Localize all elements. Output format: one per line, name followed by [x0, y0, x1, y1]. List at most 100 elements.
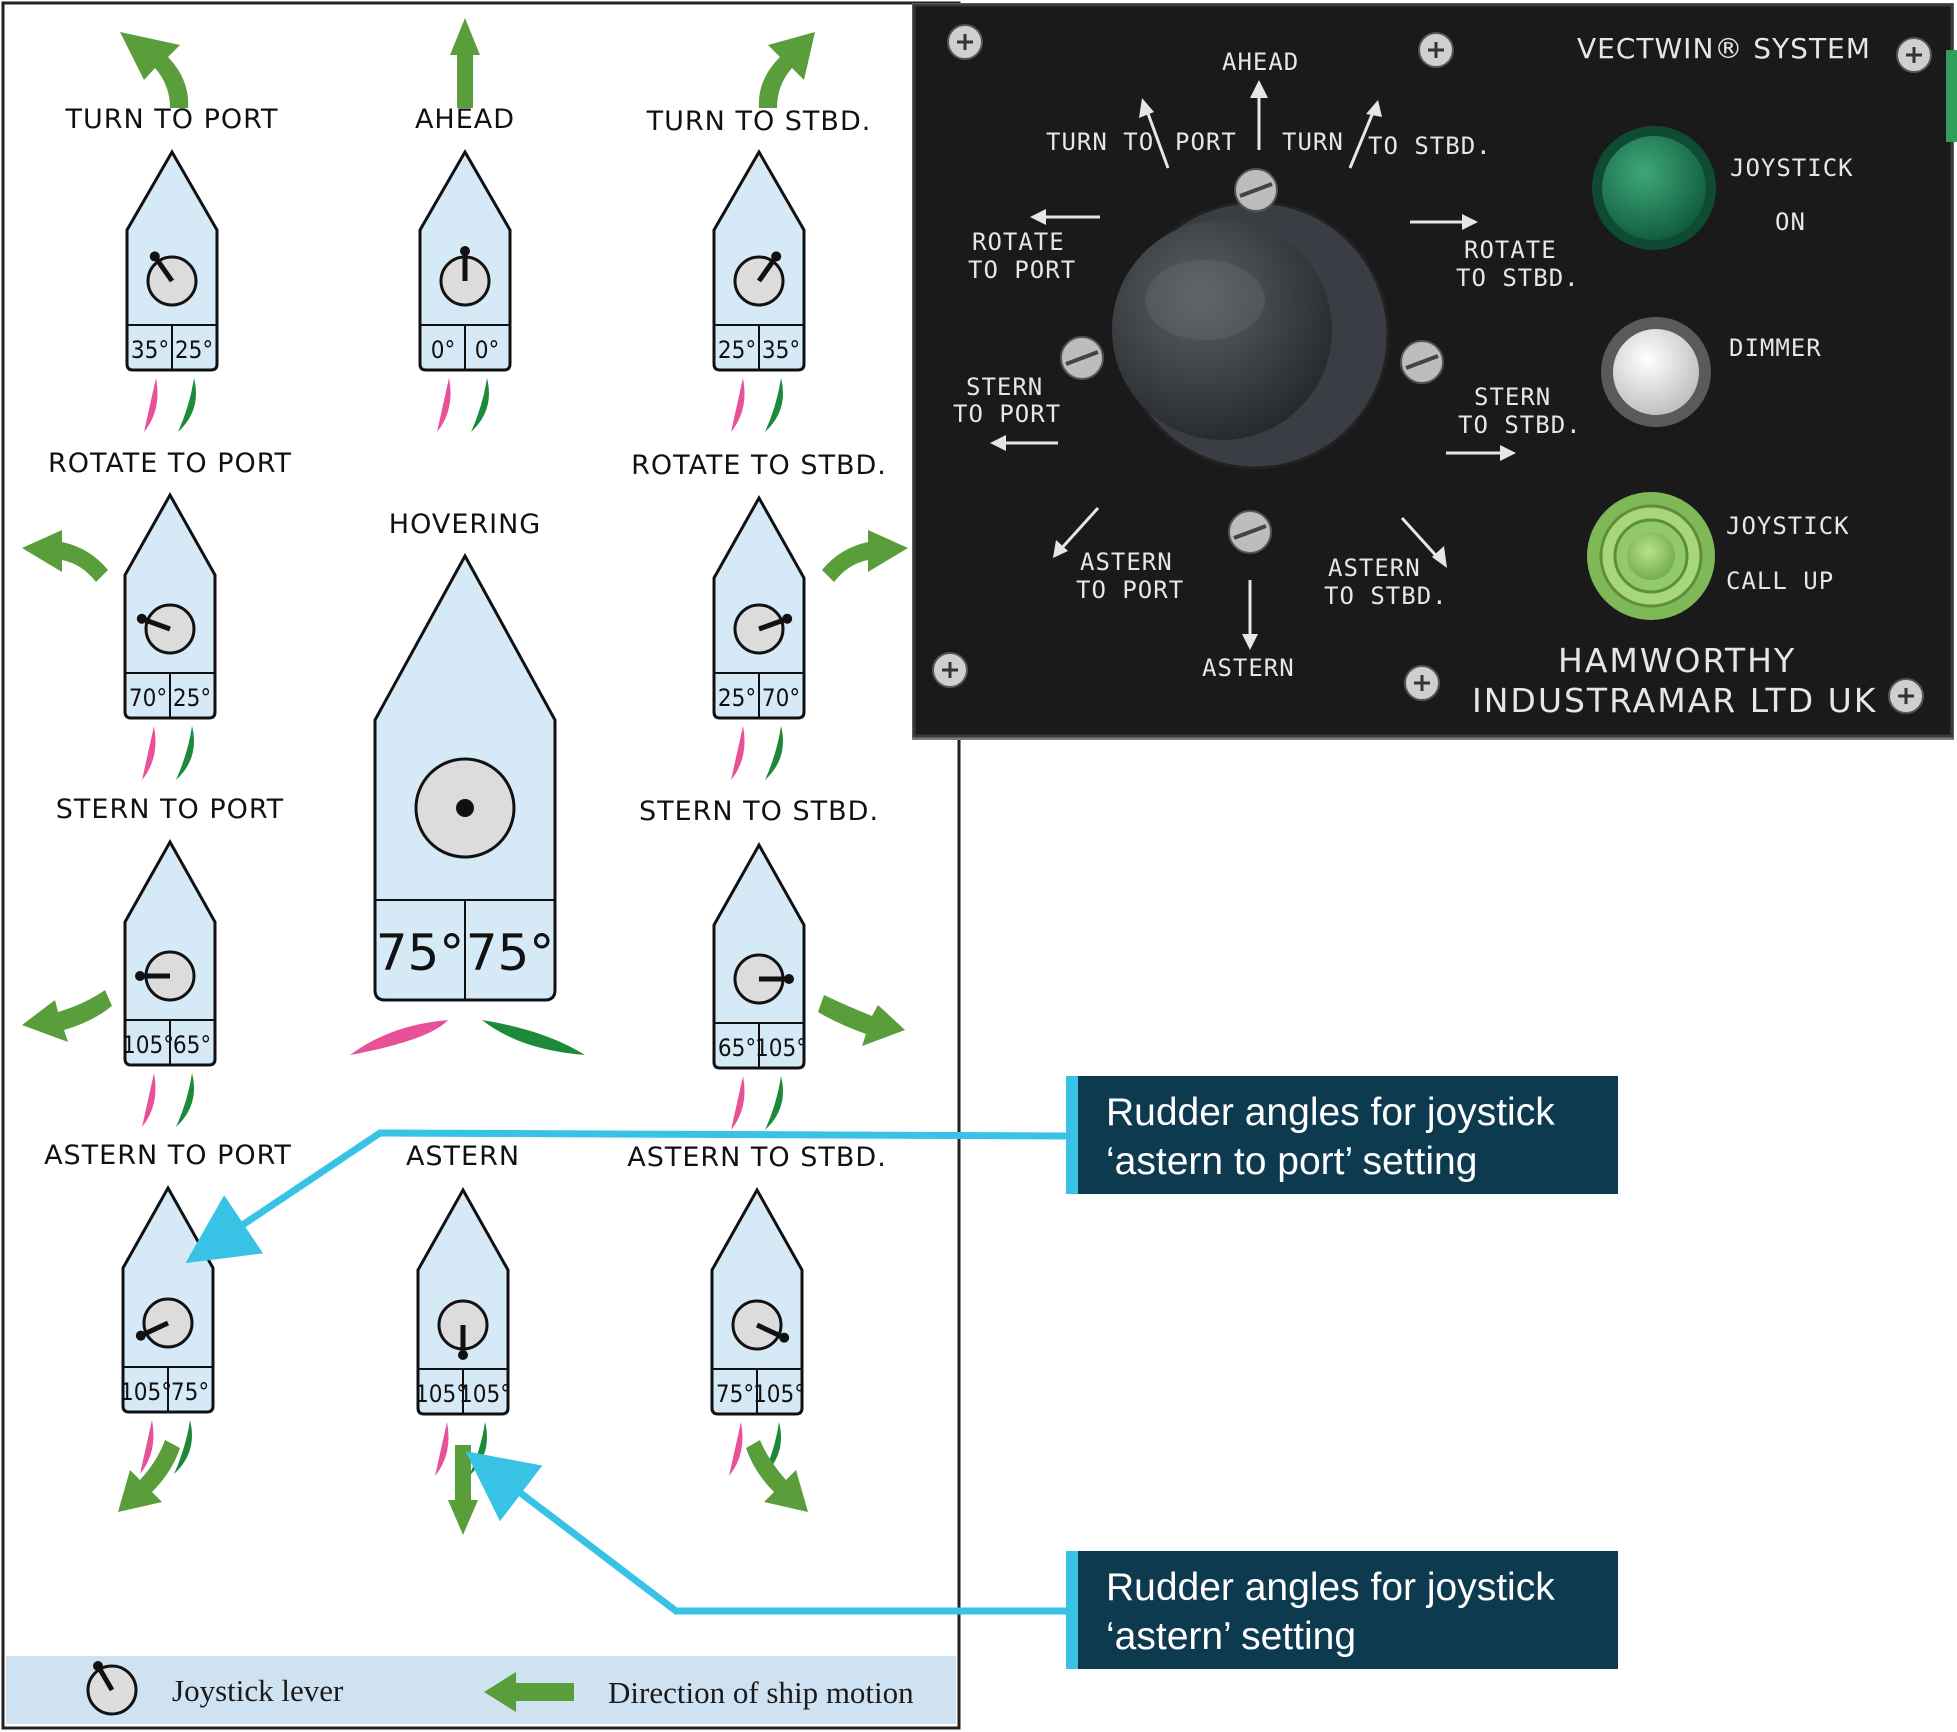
ship-label: ASTERN — [406, 1141, 520, 1172]
stbd-angle: 0° — [475, 336, 500, 364]
motion-arrow-icon — [120, 32, 189, 108]
port-angle: 25° — [718, 684, 756, 712]
panel-label-rotate-to-stbd: ROTATE — [1464, 236, 1557, 264]
joystick-on-button[interactable] — [1592, 126, 1716, 250]
panel-label-ahead: AHEAD — [1222, 48, 1299, 76]
motion-arrow-icon — [118, 1440, 180, 1512]
stbd-angle: 105° — [459, 1380, 511, 1408]
port-angle: 105° — [122, 1031, 174, 1059]
port-rudder — [144, 378, 158, 432]
port-rudder — [435, 1422, 449, 1476]
callout-line-astern — [465, 1451, 1068, 1615]
joystick-icon — [135, 1297, 194, 1349]
callout-line-astern-to-port — [185, 1129, 1069, 1264]
call-up-label: JOYSTICK — [1726, 512, 1850, 540]
panel-direction-arrows — [1000, 90, 1506, 640]
ship-label: ROTATE TO STBD. — [631, 450, 887, 481]
stbd-rudder — [482, 1020, 585, 1055]
ship-label: TURN TO STBD. — [646, 106, 872, 137]
motion-arrow-icon — [22, 530, 108, 582]
motion-legend-arrow-icon — [484, 1672, 574, 1712]
motion-arrow-icon — [818, 995, 905, 1046]
stbd-angle: 65° — [173, 1031, 211, 1059]
port-angle: 70° — [129, 684, 167, 712]
panel-label-astern-to-port-2: TO PORT — [1076, 576, 1184, 604]
legend-joystick-label: Joystick lever — [172, 1673, 344, 1708]
ship-stern-to-stbd: STERN TO STBD.65°105° — [639, 796, 905, 1130]
ship-label: STERN TO PORT — [56, 794, 284, 825]
motion-arrow-icon — [822, 530, 908, 582]
panel-label-rotate-to-port: ROTATE — [972, 228, 1065, 256]
ship-label: ROTATE TO PORT — [48, 448, 292, 479]
ship-label: HOVERING — [389, 509, 541, 540]
panel-label-turn-to-stbd: TURN — [1282, 128, 1344, 156]
panel-label-rotate-to-port-2: TO PORT — [968, 256, 1076, 284]
ship-astern: ASTERN 105°105° — [406, 1141, 520, 1535]
call-up-label-2: CALL UP — [1726, 567, 1834, 595]
stbd-rudder — [765, 378, 783, 432]
ship-label: ASTERN TO PORT — [44, 1140, 292, 1171]
joystick-on-label-2: ON — [1775, 208, 1806, 236]
panel-title: VECTWIN® SYSTEM — [1577, 32, 1871, 65]
callout-astern-to-port-text: Rudder angles for joystick ‘astern to po… — [1106, 1091, 1555, 1183]
port-angle: 25° — [718, 336, 756, 364]
stbd-angle: 25° — [175, 336, 213, 364]
ship-label: STERN TO STBD. — [639, 796, 879, 827]
panel-label-rotate-to-stbd-2: TO STBD. — [1456, 264, 1580, 292]
port-angle: 105° — [415, 1380, 467, 1408]
callout-astern: Rudder angles for joystick ‘astern’ sett… — [1066, 1551, 1618, 1669]
port-rudder — [731, 1076, 745, 1130]
joystick-icon — [136, 603, 196, 655]
joystick-icon — [733, 953, 794, 1005]
panel-label-stern-to-stbd: STERN — [1474, 383, 1551, 411]
stbd-angle: 105° — [753, 1380, 805, 1408]
panel-label-turn-to-port-2: PORT — [1175, 128, 1237, 156]
port-rudder — [142, 1073, 156, 1127]
ship-ahead: AHEAD 0° 0° — [415, 18, 515, 432]
joystick-call-up-button[interactable] — [1587, 492, 1715, 620]
panel-brand-2: INDUSTRAMAR LTD UK — [1472, 681, 1877, 720]
panel-label-stern-to-port: STERN — [966, 373, 1043, 401]
stbd-rudder — [765, 726, 783, 780]
joystick[interactable] — [1112, 200, 1390, 470]
port-rudder — [437, 378, 451, 432]
port-angle: 0° — [431, 336, 456, 364]
stbd-rudder — [471, 378, 489, 432]
port-rudder — [729, 1422, 743, 1476]
stbd-angle: 25° — [173, 684, 211, 712]
port-rudder — [350, 1020, 448, 1055]
control-panel: VECTWIN® SYSTEM — [912, 3, 1957, 740]
stbd-rudder — [176, 1073, 194, 1127]
joystick-on-label: JOYSTICK — [1730, 154, 1854, 182]
panel-brand: HAMWORTHY — [1558, 641, 1796, 680]
stbd-angle: 35° — [762, 336, 800, 364]
stbd-angle: 75° — [466, 924, 555, 982]
stbd-rudder — [765, 1076, 783, 1130]
ship-turn-to-port: TURN TO PORT 35°25° — [65, 32, 279, 432]
callout-astern-text: Rudder angles for joystick ‘astern’ sett… — [1106, 1566, 1555, 1658]
port-angle: 35° — [131, 336, 169, 364]
ship-label: AHEAD — [415, 104, 515, 135]
green-edge — [1946, 50, 1957, 142]
panel-label-turn-to-stbd-2: TO STBD. — [1368, 132, 1492, 160]
dimmer-button[interactable] — [1601, 317, 1711, 427]
panel-label-stern-to-port-2: TO PORT — [953, 400, 1061, 428]
legend: Joystick lever Direction of ship motion — [6, 1656, 956, 1724]
port-rudder — [142, 726, 156, 780]
stbd-rudder — [178, 378, 196, 432]
stbd-angle: 75° — [171, 1378, 209, 1406]
panel-label-astern: ASTERN — [1202, 654, 1295, 682]
port-angle: 65° — [718, 1034, 756, 1062]
stbd-rudder — [469, 1422, 487, 1476]
panel-label-astern-to-stbd-2: TO STBD. — [1324, 582, 1448, 610]
panel-label-stern-to-stbd-2: TO STBD. — [1458, 411, 1582, 439]
callout-astern-to-port: Rudder angles for joystick ‘astern to po… — [1066, 1076, 1618, 1194]
ship-astern-to-stbd: ASTERN TO STBD.75°105° — [627, 1142, 887, 1512]
port-rudder — [731, 726, 745, 780]
ship-label: ASTERN TO STBD. — [627, 1142, 887, 1173]
joystick-icon — [439, 246, 491, 307]
joystick-icon — [437, 1299, 489, 1360]
ship-label: TURN TO PORT — [65, 104, 279, 135]
joystick-icon — [733, 251, 785, 307]
